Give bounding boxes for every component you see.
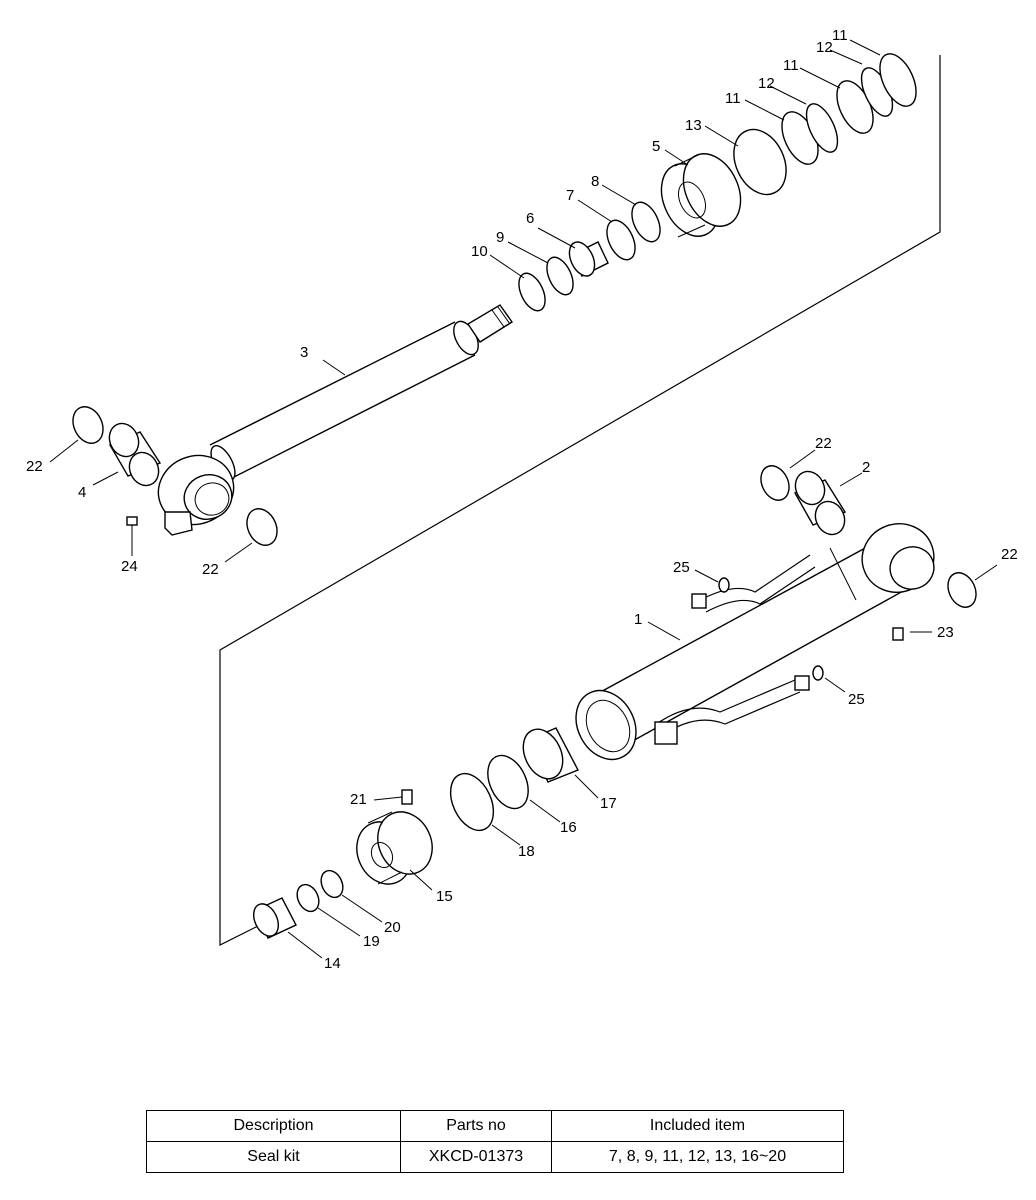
callout-8: 8 — [591, 173, 599, 190]
assembly-frame — [219, 55, 941, 946]
callout-3: 3 — [300, 344, 308, 361]
part-ring-8 — [631, 201, 661, 243]
part-ring-16 — [487, 754, 529, 810]
callout-22-tube-top: 22 — [815, 435, 832, 452]
part-rod-bushing — [108, 422, 162, 487]
table-cell-description: Seal kit — [146, 1141, 401, 1173]
table-cell-included-item: 7, 8, 9, 11, 12, 13, 16~20 — [551, 1141, 844, 1173]
exploded-view-diagram: 3 4 22 24 22 10 9 6 7 8 5 13 11 12 11 12… — [26, 27, 1018, 972]
callout-11c: 11 — [832, 27, 848, 44]
part-rod-cover-5 — [660, 153, 742, 238]
table-header-parts-no: Parts no — [400, 1110, 552, 1142]
callout-7: 7 — [566, 187, 574, 204]
callout-19: 19 — [363, 933, 380, 950]
callout-1: 1 — [634, 611, 642, 628]
part-ring-17 — [522, 727, 579, 783]
table-header-row: Description Parts no Included item — [146, 1110, 844, 1142]
part-ring-18 — [449, 772, 495, 832]
part-bushing-6 — [568, 241, 609, 277]
callout-15: 15 — [436, 888, 453, 905]
callout-6: 6 — [526, 210, 534, 227]
part-oring-25a — [718, 577, 730, 593]
part-ring-19 — [296, 883, 320, 913]
part-seal-22c — [760, 465, 790, 501]
callout-2: 2 — [862, 459, 870, 476]
callout-25a: 25 — [673, 559, 690, 576]
part-seal-22b — [246, 508, 278, 546]
callout-22-rod-left: 22 — [26, 458, 43, 475]
part-seal-22a — [72, 406, 104, 444]
part-seal-22d — [947, 572, 977, 608]
part-set-screw-21 — [401, 789, 413, 805]
callout-5: 5 — [652, 138, 660, 155]
callout-17: 17 — [600, 795, 617, 812]
table-cell-parts-no: XKCD-01373 — [400, 1141, 552, 1173]
callout-20: 20 — [384, 919, 401, 936]
callout-11a: 11 — [725, 90, 741, 107]
part-tube-bushing-2 — [794, 470, 847, 536]
part-grease-nipple-24 — [126, 516, 138, 556]
part-ring-12a — [805, 103, 839, 153]
part-ring-20 — [320, 869, 344, 899]
callout-22-rod-right: 22 — [202, 561, 219, 578]
callout-25b: 25 — [848, 691, 865, 708]
callout-14: 14 — [324, 955, 341, 972]
callout-10: 10 — [471, 243, 488, 260]
part-ring-9 — [546, 256, 574, 296]
part-ring-11c — [879, 53, 917, 107]
callout-4: 4 — [78, 484, 86, 501]
callout-11b: 11 — [783, 57, 799, 74]
callout-22-tube-right: 22 — [1001, 546, 1018, 563]
callout-21: 21 — [350, 791, 367, 808]
part-ring-7 — [606, 219, 636, 261]
part-rod — [157, 304, 513, 536]
callout-12b: 12 — [816, 39, 833, 56]
table-header-description: Description — [146, 1110, 401, 1142]
callout-16: 16 — [560, 819, 577, 836]
callout-18: 18 — [518, 843, 535, 860]
part-oring-25b — [812, 665, 824, 681]
callout-23: 23 — [937, 624, 954, 641]
part-bushing-14 — [253, 897, 297, 939]
callout-24: 24 — [121, 558, 138, 575]
part-ring-10 — [518, 272, 546, 312]
leader-lines — [49, 39, 998, 959]
seal-kit-table: Description Parts no Included item Seal … — [146, 1110, 844, 1173]
table-header-included-item: Included item — [551, 1110, 844, 1142]
callout-12a: 12 — [758, 75, 775, 92]
callout-9: 9 — [496, 229, 504, 246]
table-row: Seal kit XKCD-01373 7, 8, 9, 11, 12, 13,… — [146, 1141, 844, 1173]
part-oring-13 — [733, 128, 787, 196]
part-piston-15 — [356, 811, 433, 885]
callout-labels: 3 4 22 24 22 10 9 6 7 8 5 13 11 12 11 12… — [26, 27, 1018, 972]
part-cylinder-tube — [575, 523, 935, 761]
callout-13: 13 — [685, 117, 702, 134]
